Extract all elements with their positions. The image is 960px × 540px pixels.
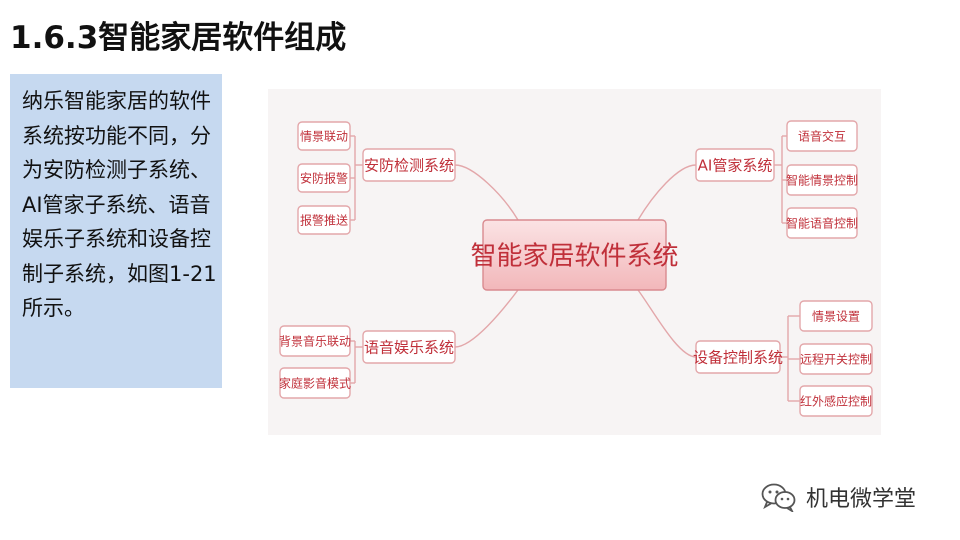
leaf-node-3-0: 情景设置 (799, 300, 873, 332)
leaf-node-0-1-label: 安防报警 (300, 170, 348, 185)
center-node: 智能家居软件系统 (470, 219, 679, 291)
leaf-node-1-1: 家庭影音模式 (279, 367, 351, 399)
branch-node-3: 设备控制系统 (693, 340, 783, 374)
leaf-node-2-0-label: 语音交互 (798, 128, 846, 143)
connector-line (637, 164, 697, 221)
leaf-node-2-0: 语音交互 (786, 120, 858, 152)
branch-node-2: AI管家系统 (695, 148, 775, 182)
leaf-node-3-2-label: 红外感应控制 (800, 393, 872, 408)
leaf-node-1-0-label: 背景音乐联动 (279, 333, 351, 348)
leaf-node-0-2-label: 报警推送 (300, 212, 348, 227)
leaf-node-0-0: 情景联动 (297, 121, 351, 151)
page-title: 1.6.3智能家居软件组成 (10, 20, 347, 56)
branch-node-3-label: 设备控制系统 (693, 348, 783, 366)
leaf-node-3-1: 远程开关控制 (799, 343, 873, 375)
leaf-node-1-0: 背景音乐联动 (279, 325, 351, 357)
leaf-node-2-1-label: 智能情景控制 (786, 172, 858, 187)
leaf-node-3-1-label: 远程开关控制 (800, 351, 872, 366)
wechat-icon (761, 483, 796, 512)
connector-line (454, 289, 519, 348)
branch-node-0-label: 安防检测系统 (364, 156, 454, 174)
mind-map-figure: 智能家居软件系统 安防检测系统 情景联动安防报警报警推送语音娱乐系统背景音乐联动家庭… (268, 89, 881, 435)
branch-node-0: 安防检测系统 (362, 148, 456, 182)
branch-node-2-label: AI管家系统 (698, 156, 773, 174)
branch-node-1-label: 语音娱乐系统 (364, 338, 454, 356)
watermark: 机电微学堂 (760, 480, 916, 514)
leaf-node-2-2: 智能语音控制 (786, 207, 858, 239)
leaf-node-2-1: 智能情景控制 (786, 164, 858, 196)
leaf-node-0-1: 安防报警 (297, 163, 351, 193)
connector-line (637, 289, 697, 358)
connector-line (454, 164, 519, 221)
description-box: 纳乐智能家居的软件系统按功能不同，分为安防检测子系统、AI管家子系统、语音娱乐子… (10, 74, 222, 388)
watermark-text: 机电微学堂 (806, 487, 917, 512)
leaf-node-3-2: 红外感应控制 (799, 385, 873, 417)
leaf-node-0-2: 报警推送 (297, 205, 351, 235)
leaf-node-1-1-label: 家庭影音模式 (279, 375, 351, 390)
branch-node-1: 语音娱乐系统 (362, 330, 456, 364)
leaf-node-0-0-label: 情景联动 (300, 129, 348, 143)
center-node-label: 智能家居软件系统 (470, 241, 678, 271)
description-text: 纳乐智能家居的软件系统按功能不同，分为安防检测子系统、AI管家子系统、语音娱乐子… (22, 89, 217, 320)
leaf-node-2-2-label: 智能语音控制 (786, 215, 858, 230)
mind-map: 智能家居软件系统 安防检测系统 情景联动安防报警报警推送语音娱乐系统背景音乐联动家庭… (279, 120, 873, 417)
leaf-node-3-0-label: 情景设置 (812, 309, 860, 323)
